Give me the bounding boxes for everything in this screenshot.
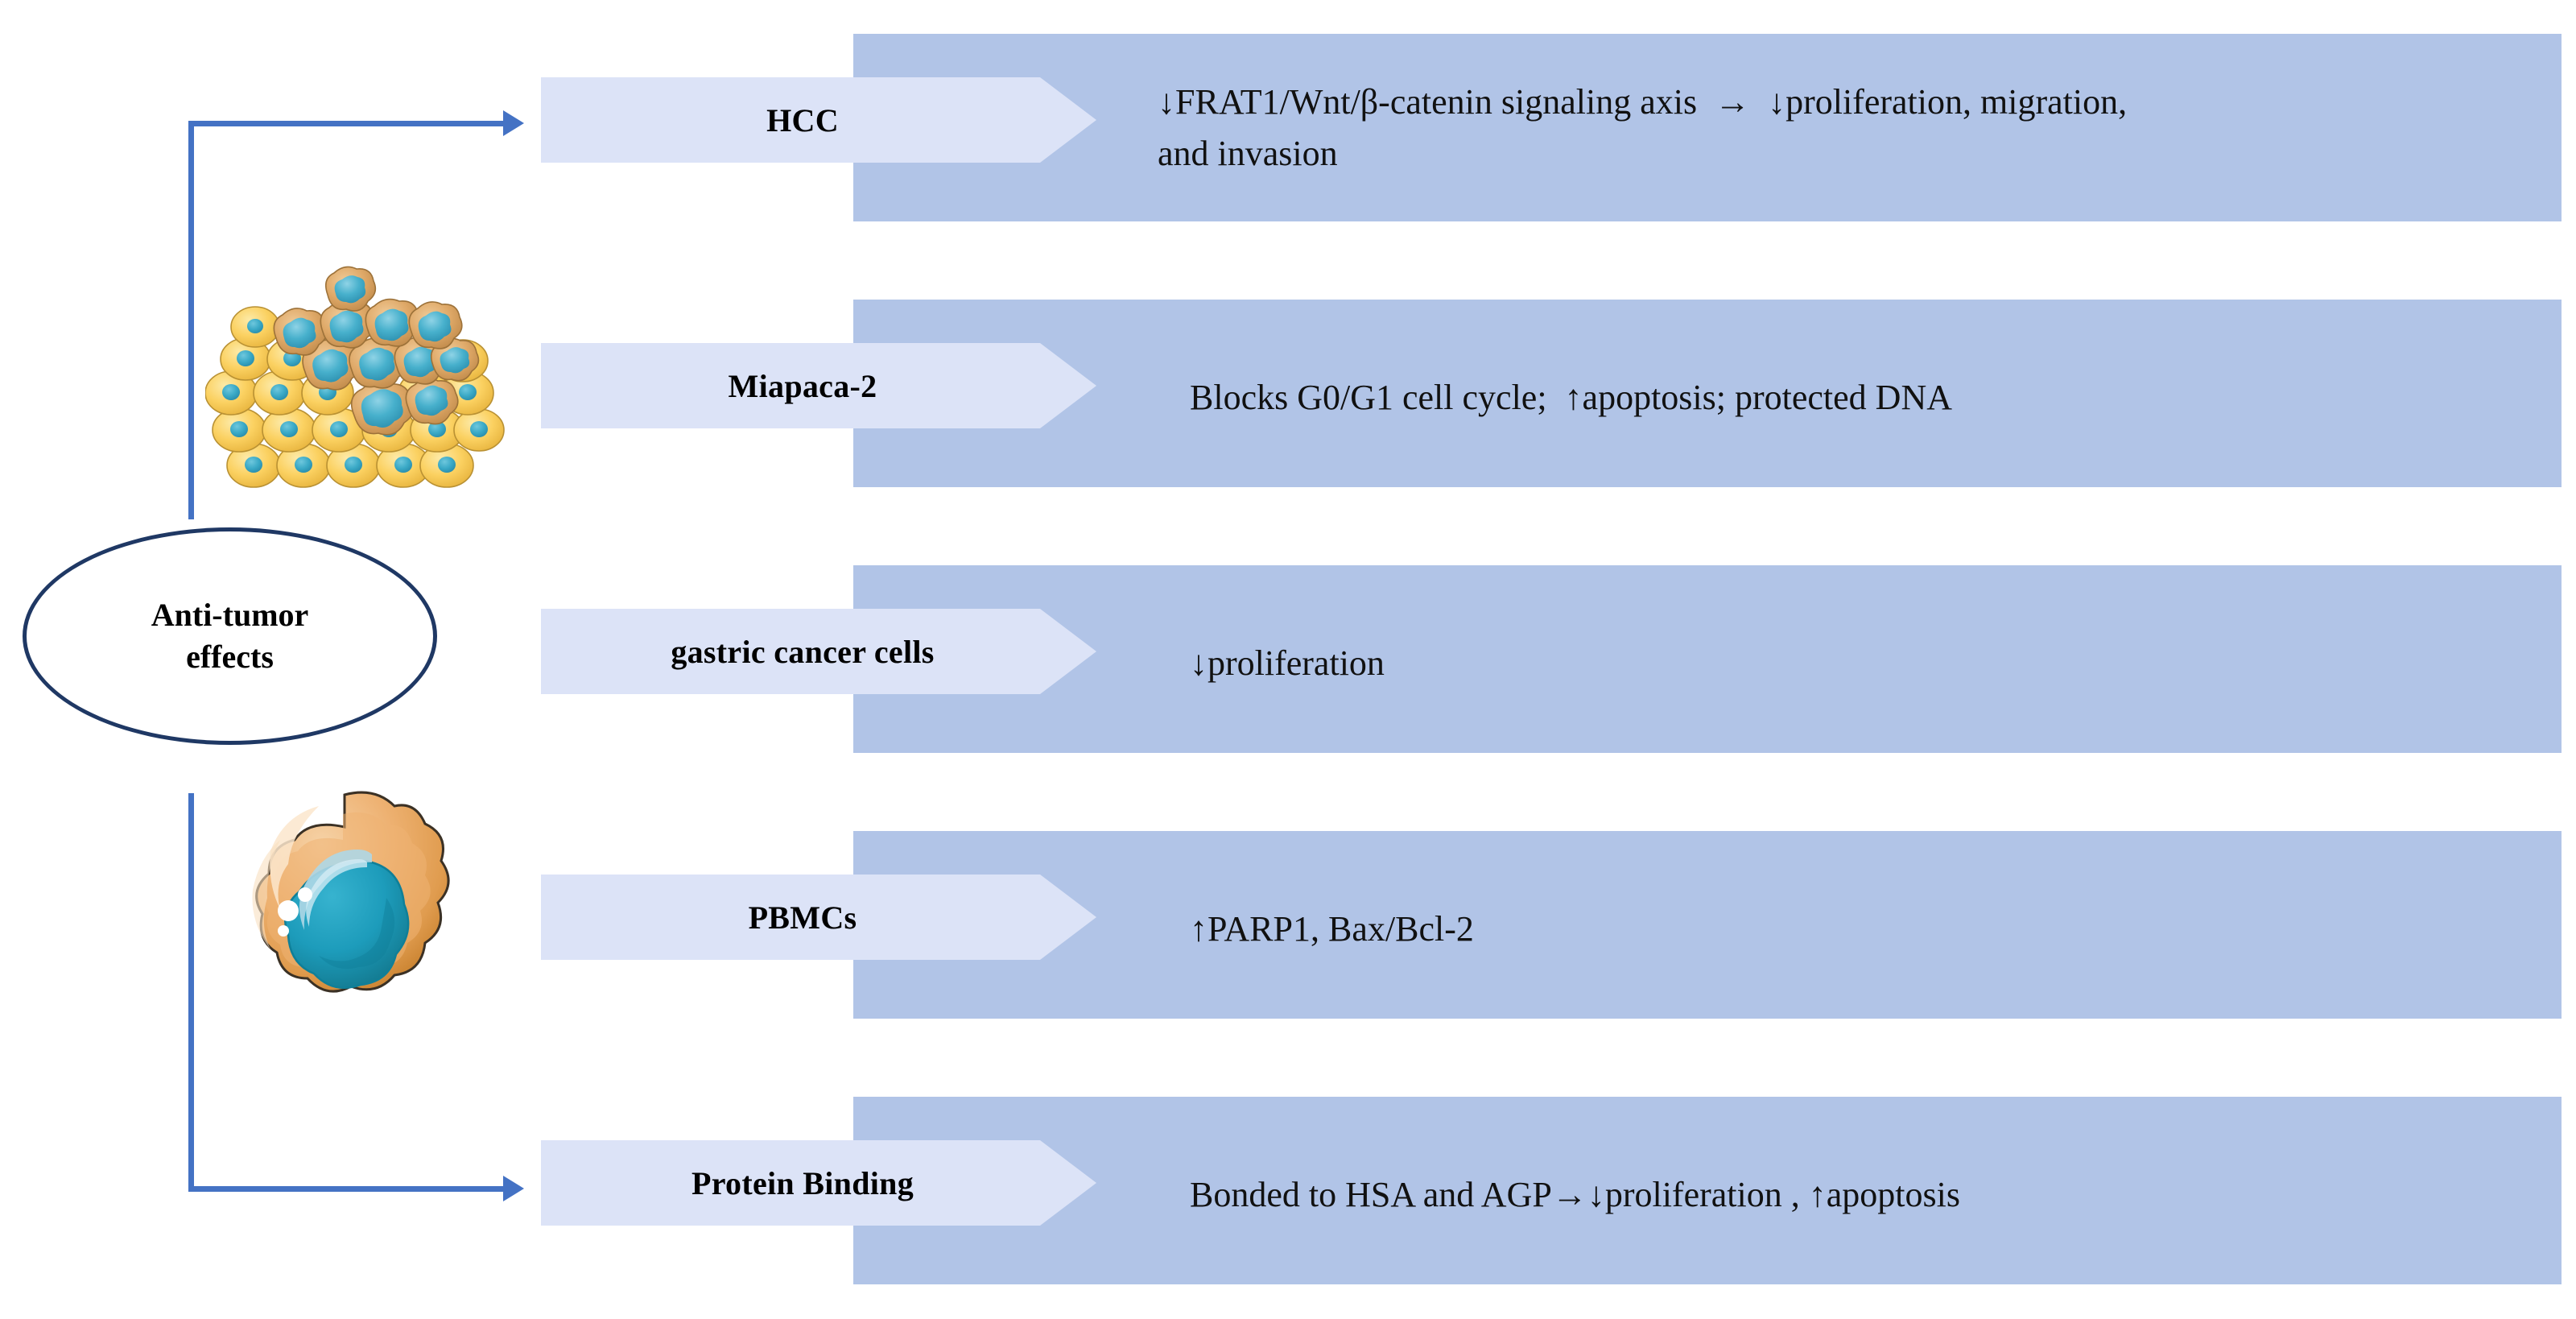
row-label-pbmcs-text: PBMCs xyxy=(748,899,857,936)
anti-tumor-effects-line2: effects xyxy=(186,639,274,675)
tumor-cell-cluster-illustration xyxy=(204,258,507,491)
arrow-head-top xyxy=(503,110,524,136)
row-label-hcc[interactable]: HCC xyxy=(541,77,1096,163)
description-band-2 xyxy=(853,300,2562,487)
anti-tumor-effects-line1: Anti-tumor xyxy=(151,597,309,633)
anti-tumor-effects-label: Anti-tumor effects xyxy=(151,594,309,678)
row-description-protein-binding: Bonded to HSA and AGP→↓proliferation , ↑… xyxy=(1190,1175,1960,1214)
description-band-3 xyxy=(853,565,2562,753)
pbmc-cell-illustration xyxy=(201,777,491,1059)
row-label-gastric-cancer-cells[interactable]: gastric cancer cells xyxy=(541,609,1096,694)
connector-horizontal-bottom xyxy=(188,1186,506,1192)
row-label-pbmcs[interactable]: PBMCs xyxy=(541,875,1096,960)
row-description-gastric-cancer-cells: ↓proliferation xyxy=(1190,643,1385,683)
row-label-miapaca-2[interactable]: Miapaca-2 xyxy=(541,343,1096,428)
description-band-4 xyxy=(853,831,2562,1019)
connector-horizontal-top xyxy=(188,121,506,126)
description-band-5 xyxy=(853,1097,2562,1284)
row-description-hcc: ↓FRAT1/Wnt/β-catenin signaling axis → ↓p… xyxy=(1158,82,2128,173)
row-description-pbmcs: ↑PARP1, Bax/Bcl-2 xyxy=(1190,909,1474,949)
connector-vertical-bottom xyxy=(188,793,194,1192)
row-description-miapaca-2: Blocks G0/G1 cell cycle; ↑apoptosis; pro… xyxy=(1190,378,1953,417)
anti-tumor-effects-node[interactable]: Anti-tumor effects xyxy=(23,527,437,745)
row-label-protein-binding-text: Protein Binding xyxy=(691,1164,914,1201)
row-label-miapaca-2-text: Miapaca-2 xyxy=(728,367,877,404)
row-label-gastric-cancer-cells-text: gastric cancer cells xyxy=(671,633,935,670)
row-label-protein-binding[interactable]: Protein Binding xyxy=(541,1140,1096,1226)
description-band-1 xyxy=(853,34,2562,221)
row-label-hcc-text: HCC xyxy=(766,101,839,139)
arrow-head-bottom xyxy=(503,1176,524,1201)
connector-vertical-top xyxy=(188,121,194,519)
